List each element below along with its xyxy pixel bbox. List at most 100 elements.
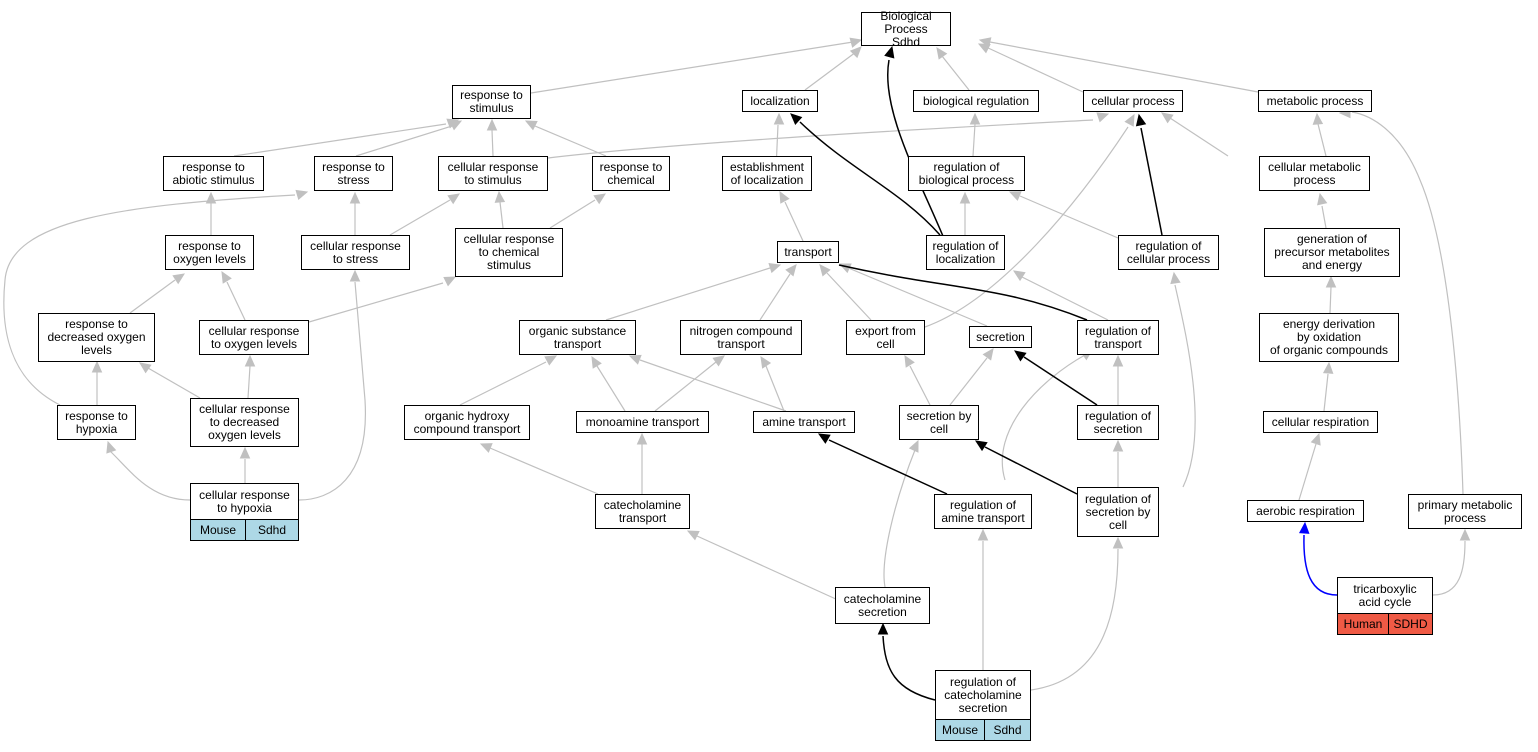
node-cellular-response-to-decreased-oxygen-levels[interactable]: cellular response to decreased oxygen le… xyxy=(190,398,299,447)
node-catecholamine-secretion[interactable]: catecholamine secretion xyxy=(835,587,930,624)
edge-8 xyxy=(233,123,447,157)
edge-16 xyxy=(389,199,451,236)
edge-arrowhead-46 xyxy=(349,269,361,282)
edge-arrowhead-55 xyxy=(1459,528,1471,541)
edge-arrowhead-29 xyxy=(819,264,831,277)
node-regulation-of-biological-process[interactable]: regulation of biological process xyxy=(908,156,1025,191)
node-regulation-of-transport[interactable]: regulation of transport xyxy=(1077,320,1159,355)
edge-69 xyxy=(1303,534,1338,596)
edge-21 xyxy=(1019,195,1119,239)
edge-arrowhead-45 xyxy=(106,440,117,454)
edge-66 xyxy=(828,439,948,495)
node-regulation-of-amine-transport[interactable]: regulation of amine transport xyxy=(934,494,1032,529)
node-response-to-stimulus[interactable]: response to stimulus xyxy=(452,85,531,119)
node-regulation-of-secretion-by-cell[interactable]: regulation of secretion by cell xyxy=(1077,487,1159,537)
node-regulation-of-catecholamine-secretion[interactable]: regulation of catecholamine secretion xyxy=(935,670,1031,720)
gene-tag-sdhd-human: SDHD xyxy=(1388,613,1433,635)
edge-6 xyxy=(972,123,976,157)
node-secretion-by-cell[interactable]: secretion by cell xyxy=(899,405,979,440)
edge-arrowhead-67 xyxy=(974,440,988,452)
species-tag-mouse: Mouse xyxy=(190,519,246,541)
edge-9 xyxy=(355,125,453,157)
edge-37 xyxy=(654,361,717,412)
edge-arrowhead-44 xyxy=(239,446,251,459)
edge-31 xyxy=(1021,276,1109,321)
edge-arrowhead-25 xyxy=(221,270,232,284)
edge-24 xyxy=(129,279,176,314)
edge-arrowhead-66 xyxy=(817,433,831,444)
node-nitrogen-compound-transport[interactable]: nitrogen compound transport xyxy=(680,320,802,355)
edge-arrowhead-3 xyxy=(977,43,991,54)
edge-40 xyxy=(949,357,988,406)
node-tricarboxylic-acid-cycle[interactable]: tricarboxylic acid cycle xyxy=(1337,577,1433,614)
edge-arrowhead-1 xyxy=(849,46,862,59)
node-regulation-of-secretion[interactable]: regulation of secretion xyxy=(1077,405,1159,440)
node-organic-hydroxy-compound-transport[interactable]: organic hydroxy compound transport xyxy=(404,405,530,440)
edge-arrowhead-31 xyxy=(1012,270,1026,282)
edge-arrowhead-28 xyxy=(785,264,797,277)
edge-arrowhead-27 xyxy=(768,263,782,274)
node-monoamine-transport[interactable]: monoamine transport xyxy=(576,411,709,433)
edge-30 xyxy=(845,266,988,327)
edge-26 xyxy=(308,282,444,323)
edge-22 xyxy=(1321,205,1327,229)
edge-58 xyxy=(1001,354,1086,481)
node-cellular-metabolic-process[interactable]: cellular metabolic process xyxy=(1259,156,1370,191)
node-biological-regulation[interactable]: biological regulation xyxy=(913,90,1039,112)
node-export-from-cell[interactable]: export from cell xyxy=(846,320,925,355)
node-regulation-of-cellular-process[interactable]: regulation of cellular process xyxy=(1118,235,1219,270)
edge-59 xyxy=(1174,284,1196,488)
edge-52 xyxy=(883,449,916,588)
edge-51 xyxy=(696,535,839,601)
node-cellular-respiration[interactable]: cellular respiration xyxy=(1263,411,1378,433)
node-localization[interactable]: localization xyxy=(742,90,818,112)
node-aerobic-respiration[interactable]: aerobic respiration xyxy=(1247,500,1364,522)
node-organic-substance-transport[interactable]: organic substance transport xyxy=(519,320,636,355)
node-cellular-response-to-oxygen-levels[interactable]: cellular response to oxygen levels xyxy=(199,320,309,355)
node-cellular-process[interactable]: cellular process xyxy=(1083,90,1183,112)
node-transport[interactable]: transport xyxy=(777,241,839,263)
edge-19 xyxy=(784,201,804,242)
edge-arrowhead-36 xyxy=(591,355,602,369)
node-response-to-abiotic-stimulus[interactable]: response to abiotic stimulus xyxy=(163,156,264,191)
edge-arrowhead-4 xyxy=(978,37,992,48)
node-metabolic-process[interactable]: metabolic process xyxy=(1258,90,1372,112)
node-regulation-of-localization[interactable]: regulation of localization xyxy=(926,235,1005,270)
node-biological-process-root[interactable]: Biological Process Sdhd xyxy=(861,9,951,48)
node-secretion[interactable]: secretion xyxy=(969,326,1032,348)
node-energy-derivation[interactable]: energy derivation by oxidation of organi… xyxy=(1259,313,1399,362)
edge-arrowhead-38 xyxy=(760,355,772,369)
edge-11 xyxy=(534,125,607,157)
edge-46 xyxy=(298,281,366,501)
edge-arrowhead-12 xyxy=(1096,112,1110,123)
node-response-to-stress[interactable]: response to stress xyxy=(314,156,393,191)
node-cellular-response-to-stimulus[interactable]: cellular response to stimulus xyxy=(438,156,548,191)
node-amine-transport[interactable]: amine transport xyxy=(753,411,855,433)
edge-arrowhead-40 xyxy=(982,348,994,361)
node-response-to-chemical[interactable]: response to chemical xyxy=(592,156,670,191)
node-establishment-of-localization[interactable]: establishment of localization xyxy=(722,156,812,191)
edge-arrowhead-23 xyxy=(1325,275,1337,288)
edge-arrowhead-17 xyxy=(494,190,506,203)
edge-arrowhead-0 xyxy=(849,37,863,48)
gene-tag-sdhd: Sdhd xyxy=(245,519,299,541)
edge-61 xyxy=(887,59,946,242)
edge-13 xyxy=(1169,117,1229,157)
node-primary-metabolic-process[interactable]: primary metabolic process xyxy=(1408,494,1522,529)
edge-arrowhead-60 xyxy=(1124,113,1135,127)
edge-arrowhead-51 xyxy=(686,530,700,541)
edge-arrowhead-43 xyxy=(1322,361,1334,374)
node-response-to-oxygen-levels[interactable]: response to oxygen levels xyxy=(165,235,254,270)
node-cellular-response-to-chemical-stimulus[interactable]: cellular response to chemical stimulus xyxy=(455,228,563,277)
node-response-to-decreased-oxygen-levels[interactable]: response to decreased oxygen levels xyxy=(38,313,155,362)
node-cellular-response-to-hypoxia[interactable]: cellular response to hypoxia xyxy=(190,483,299,520)
node-cellular-response-to-stress[interactable]: cellular response to stress xyxy=(301,235,410,270)
edge-arrowhead-13 xyxy=(1161,112,1174,124)
edge-arrowhead-33 xyxy=(139,362,152,374)
node-response-to-hypoxia[interactable]: response to hypoxia xyxy=(57,405,136,440)
node-catecholamine-transport[interactable]: catecholamine transport xyxy=(595,494,690,529)
edge-55 xyxy=(1432,540,1466,596)
node-generation-of-precursor-metabolites[interactable]: generation of precursor metabolites and … xyxy=(1264,228,1400,277)
